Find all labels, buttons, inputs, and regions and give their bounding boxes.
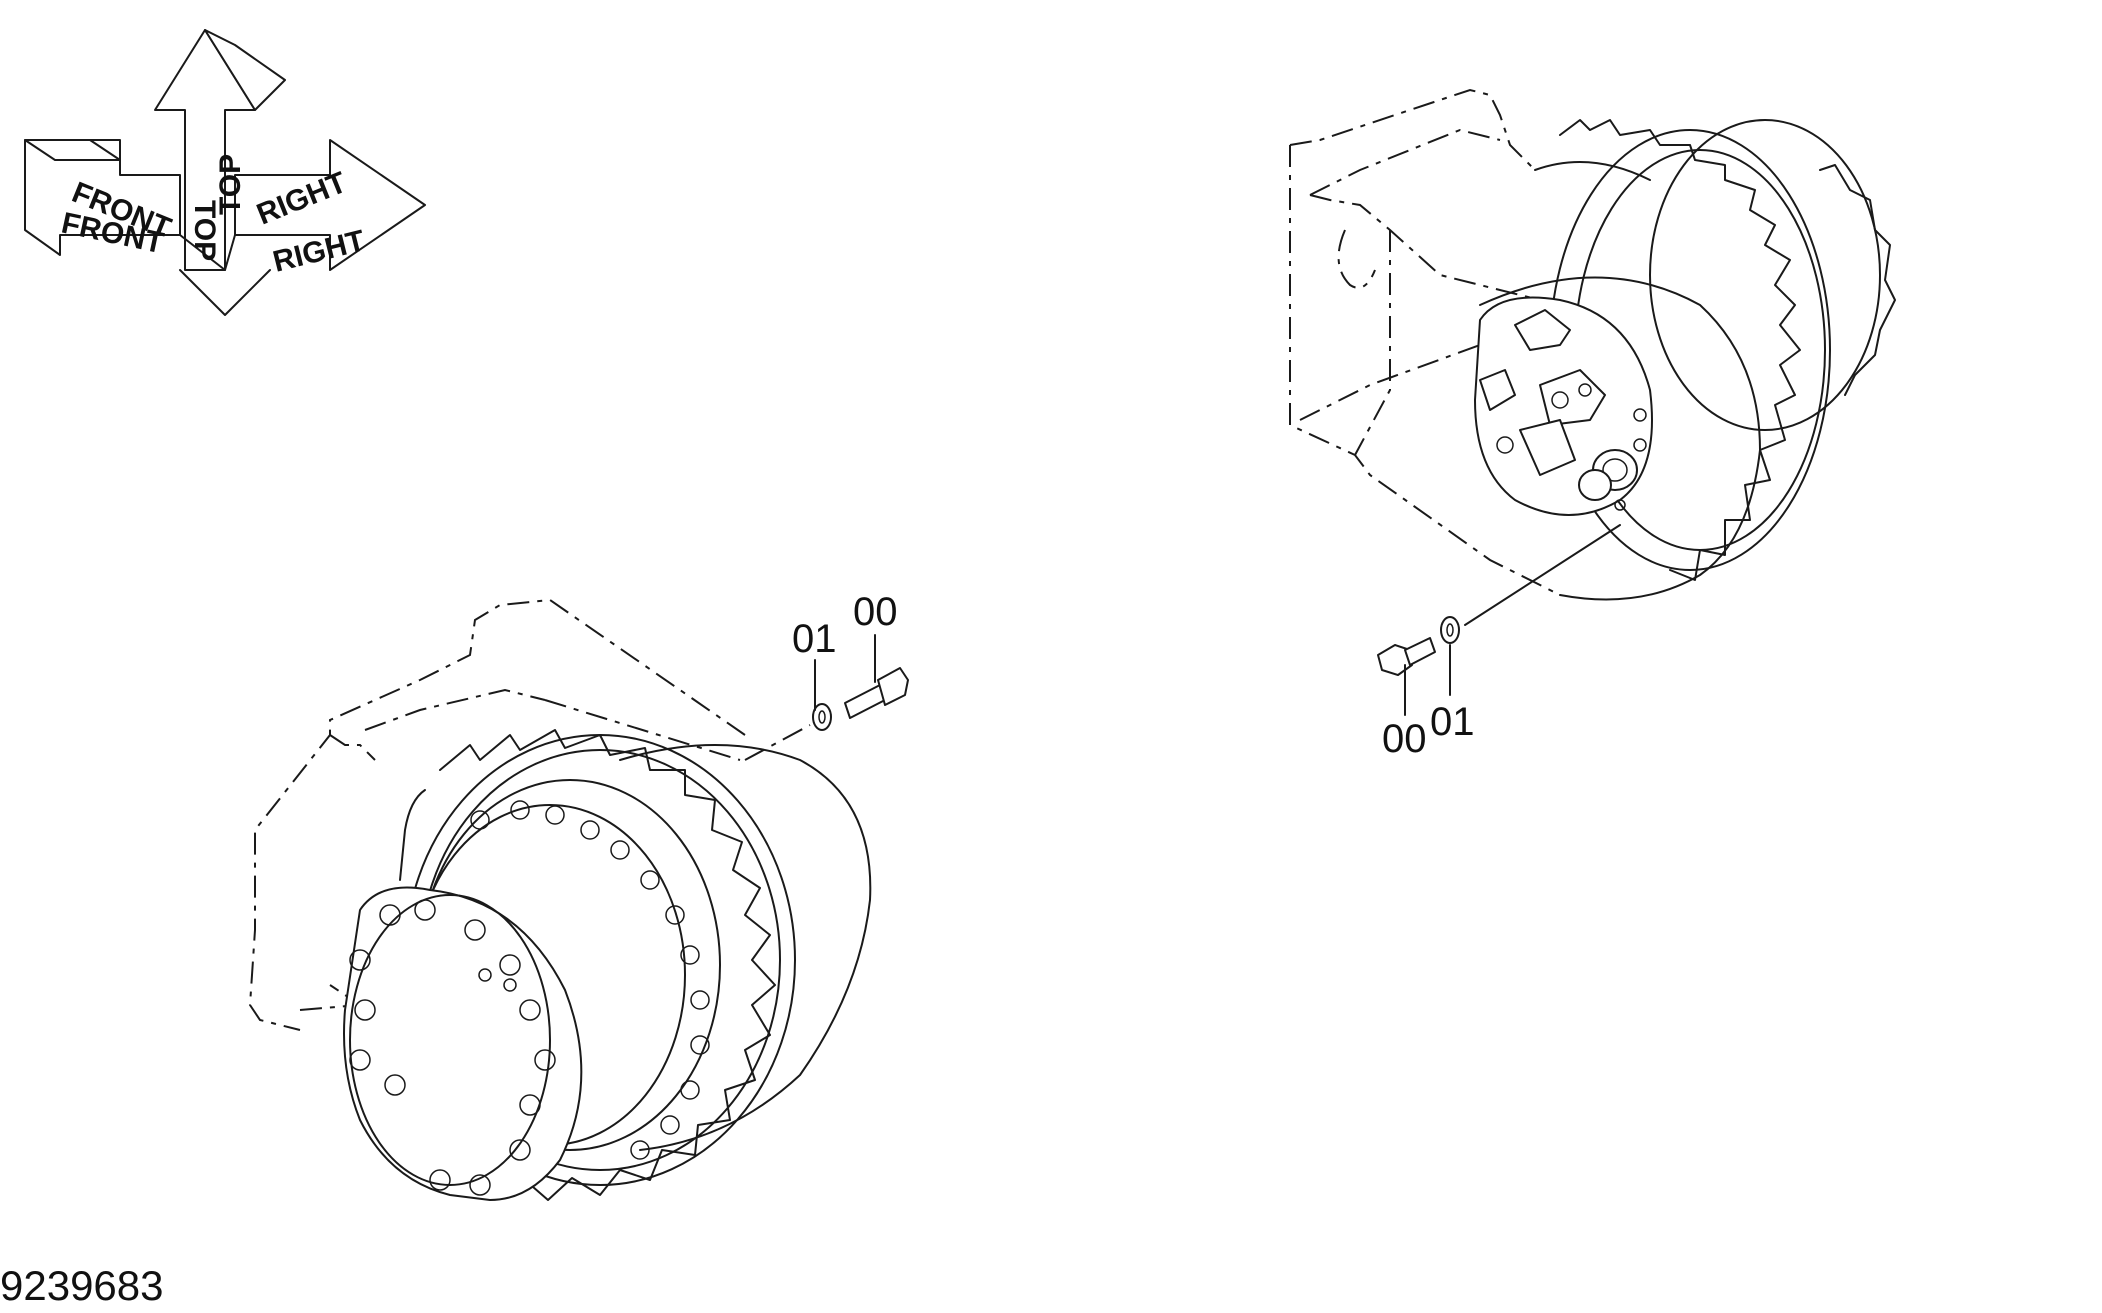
left-bolt-label: 00 — [853, 590, 898, 634]
motor-end-cover — [343, 886, 583, 1201]
left-travel-motor-assembly: 01 00 — [248, 590, 909, 1201]
left-washer — [812, 703, 832, 731]
right-washer-label: 01 — [1430, 700, 1475, 744]
right-bolt — [1377, 637, 1436, 676]
left-bolt — [844, 667, 909, 719]
right-travel-motor-assembly: 00 01 — [1289, 88, 1896, 761]
right-washer — [1440, 616, 1460, 644]
top-label: TOP — [188, 200, 221, 261]
left-washer-label: 01 — [792, 617, 837, 661]
right-bolt-centerline — [1464, 524, 1621, 626]
motor-valve-block — [1474, 296, 1653, 516]
top-label-right: TOP — [214, 154, 247, 215]
flange-bolt-ring — [470, 800, 710, 1160]
left-bolt-centerline — [744, 724, 811, 761]
orientation-arrow-icon: FRONT FRONT TOP TOP RIGHT RIGHT — [24, 29, 426, 316]
right-bolt-label: 00 — [1382, 717, 1427, 761]
document-number: 9239683 — [0, 1262, 164, 1309]
